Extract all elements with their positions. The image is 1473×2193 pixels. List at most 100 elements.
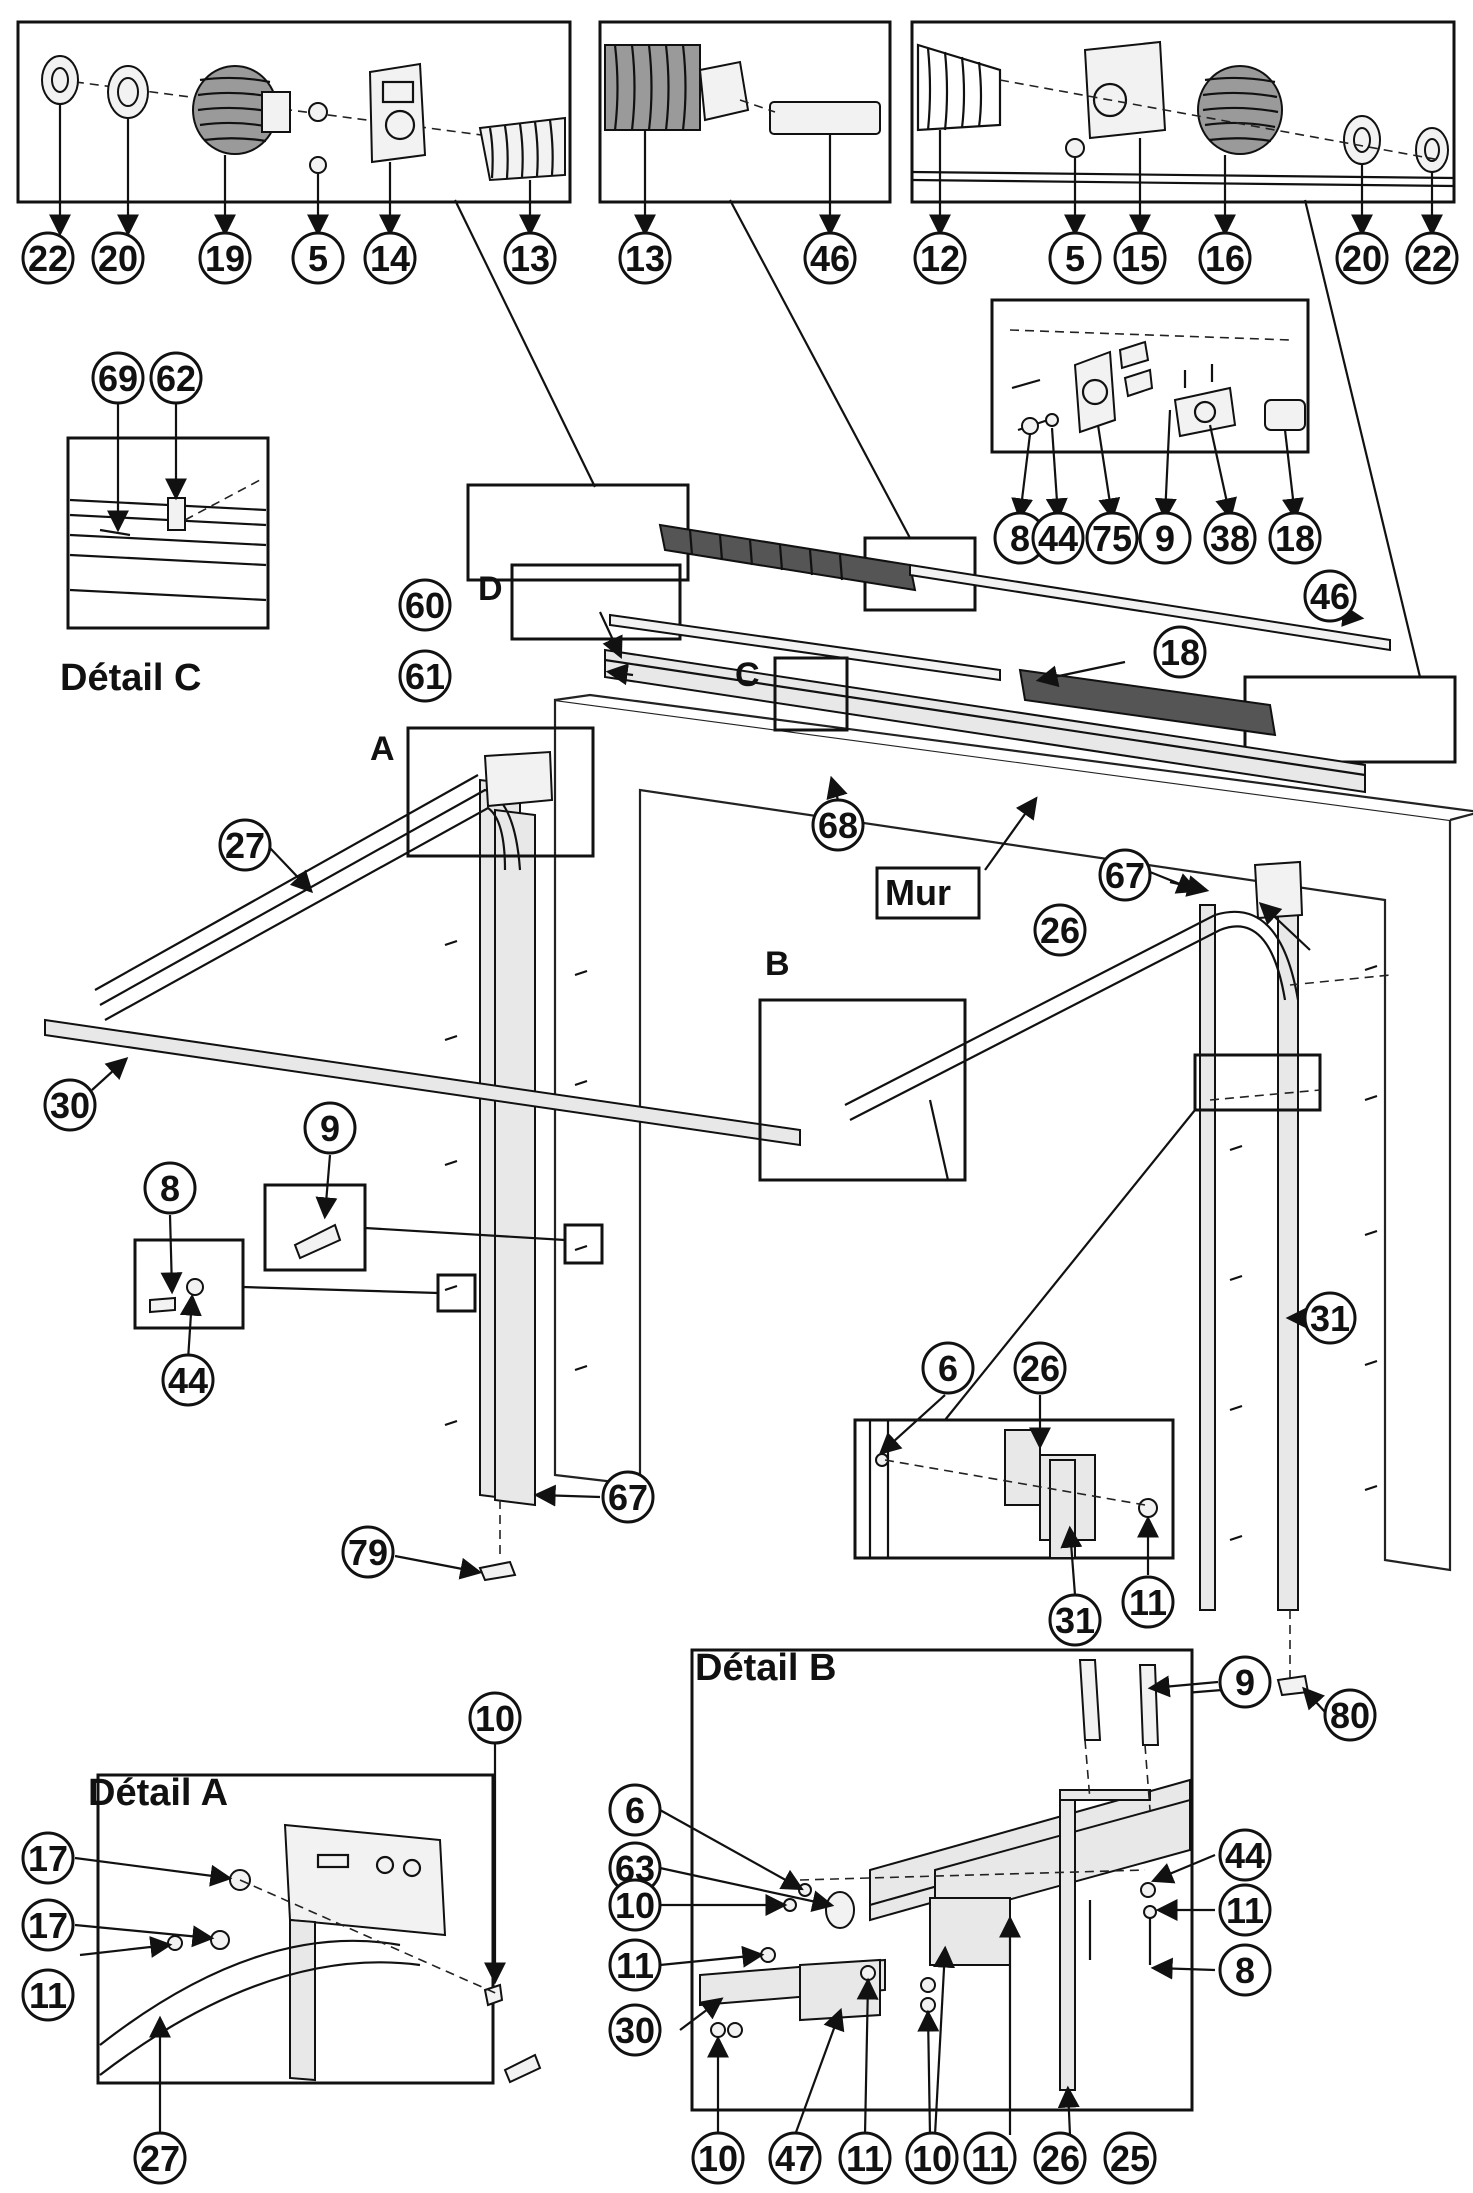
letter-a-label: A bbox=[370, 730, 395, 768]
inset-right-spring-assembly bbox=[910, 20, 1456, 237]
svg-text:5: 5 bbox=[308, 238, 328, 279]
callout-main-8-left: 8 bbox=[143, 1161, 197, 1215]
detail-b-label: Détail B bbox=[695, 1647, 836, 1689]
svg-text:79: 79 bbox=[348, 1532, 388, 1573]
callout-top-middle-2: 46 bbox=[803, 231, 857, 285]
svg-text:44: 44 bbox=[1225, 1835, 1265, 1876]
callout-main-9-right: 9 bbox=[1218, 1655, 1272, 1709]
letter-b-label: B bbox=[765, 945, 790, 983]
callout-main-68: 68 bbox=[811, 798, 865, 852]
callout-main-67-right: 67 bbox=[1098, 848, 1152, 902]
svg-text:10: 10 bbox=[475, 1698, 515, 1739]
mur-label-box: Mur bbox=[875, 866, 981, 920]
svg-text:6: 6 bbox=[938, 1348, 958, 1389]
callout-b-30: 30 bbox=[608, 2003, 662, 2057]
svg-text:62: 62 bbox=[156, 358, 196, 399]
svg-text:61: 61 bbox=[405, 656, 445, 697]
callout-top-middle-1: 13 bbox=[618, 231, 672, 285]
svg-text:30: 30 bbox=[50, 1085, 90, 1126]
inset-detail-a bbox=[74, 1740, 542, 2135]
callout-main-26: 26 bbox=[1033, 903, 1087, 957]
svg-text:47: 47 bbox=[775, 2138, 815, 2179]
callout-top-right-5: 20 bbox=[1335, 231, 1389, 285]
svg-text:12: 12 bbox=[920, 238, 960, 279]
callout-top-right-4: 16 bbox=[1198, 231, 1252, 285]
detail-c-label: Détail C bbox=[60, 657, 201, 699]
svg-text:68: 68 bbox=[818, 805, 858, 846]
callout-main-60: 60 bbox=[398, 578, 452, 632]
callout-main-30: 30 bbox=[43, 1078, 97, 1132]
callout-a-17-top: 17 bbox=[21, 1831, 75, 1885]
callout-d-5: 38 bbox=[1203, 511, 1257, 565]
callout-d-3: 75 bbox=[1085, 511, 1139, 565]
callout-main-27: 27 bbox=[218, 818, 272, 872]
svg-text:17: 17 bbox=[28, 1838, 68, 1879]
svg-text:5: 5 bbox=[1065, 238, 1085, 279]
callout-main-9-left: 9 bbox=[303, 1101, 357, 1155]
callout-d-1: 8 bbox=[993, 511, 1047, 565]
svg-text:31: 31 bbox=[1055, 1600, 1095, 1641]
svg-text:46: 46 bbox=[810, 238, 850, 279]
callout-b-bottom-10b: 10 bbox=[905, 2131, 959, 2185]
svg-text:10: 10 bbox=[912, 2138, 952, 2179]
callout-top-left-1: 22 bbox=[21, 231, 75, 285]
svg-text:27: 27 bbox=[140, 2138, 180, 2179]
svg-text:26: 26 bbox=[1020, 1348, 1060, 1389]
callout-a-11: 11 bbox=[21, 1968, 75, 2022]
callout-b-bottom-47: 47 bbox=[768, 2131, 822, 2185]
svg-text:8: 8 bbox=[1235, 1950, 1255, 1991]
callout-c-1: 69 bbox=[91, 351, 145, 405]
callout-b-11-right: 11 bbox=[1218, 1883, 1272, 1937]
callout-d-4: 9 bbox=[1138, 511, 1192, 565]
svg-text:8: 8 bbox=[1010, 518, 1030, 559]
callout-top-right-1: 12 bbox=[913, 231, 967, 285]
svg-text:26: 26 bbox=[1040, 2138, 1080, 2179]
callout-b-6: 6 bbox=[608, 1783, 662, 1837]
svg-text:75: 75 bbox=[1092, 518, 1132, 559]
svg-text:10: 10 bbox=[615, 1885, 655, 1926]
callout-main-80: 80 bbox=[1323, 1688, 1377, 1742]
callout-top-left-5: 14 bbox=[363, 231, 417, 285]
svg-text:15: 15 bbox=[1120, 238, 1160, 279]
svg-text:18: 18 bbox=[1160, 632, 1200, 673]
callout-a-10: 10 bbox=[468, 1691, 522, 1745]
svg-text:69: 69 bbox=[98, 358, 138, 399]
svg-text:16: 16 bbox=[1205, 238, 1245, 279]
mur-label: Mur bbox=[885, 872, 951, 913]
main-assembly bbox=[44, 199, 1473, 1713]
inset-detail-b bbox=[659, 1648, 1219, 2136]
svg-text:38: 38 bbox=[1210, 518, 1250, 559]
callout-top-left-4: 5 bbox=[291, 231, 345, 285]
svg-text:44: 44 bbox=[168, 1360, 208, 1401]
inset-middle-spring-shaft bbox=[598, 20, 892, 237]
svg-text:44: 44 bbox=[1038, 518, 1078, 559]
svg-text:11: 11 bbox=[1226, 1890, 1264, 1931]
callout-top-left-6: 13 bbox=[503, 231, 557, 285]
svg-text:18: 18 bbox=[1275, 518, 1315, 559]
callout-joint-11: 11 bbox=[1121, 1575, 1175, 1629]
callout-b-44: 44 bbox=[1218, 1828, 1272, 1882]
callout-top-right-6: 22 bbox=[1405, 231, 1459, 285]
svg-text:9: 9 bbox=[1235, 1662, 1255, 1703]
callout-b-11-left: 11 bbox=[608, 1938, 662, 1992]
callout-main-31: 31 bbox=[1303, 1291, 1357, 1345]
callout-d-6: 18 bbox=[1268, 511, 1322, 565]
svg-text:14: 14 bbox=[370, 238, 410, 279]
svg-text:11: 11 bbox=[971, 2138, 1009, 2179]
callout-main-79: 79 bbox=[341, 1525, 395, 1579]
svg-text:19: 19 bbox=[205, 238, 245, 279]
inset-detail-c bbox=[66, 400, 270, 630]
svg-text:13: 13 bbox=[510, 238, 550, 279]
svg-text:67: 67 bbox=[608, 1477, 648, 1518]
svg-text:8: 8 bbox=[160, 1168, 180, 1209]
callout-b-bottom-11b: 11 bbox=[963, 2131, 1017, 2185]
svg-text:10: 10 bbox=[698, 2138, 738, 2179]
svg-text:9: 9 bbox=[320, 1108, 340, 1149]
callout-b-bottom-10a: 10 bbox=[691, 2131, 745, 2185]
svg-text:6: 6 bbox=[625, 1790, 645, 1831]
callout-b-10-left: 10 bbox=[608, 1878, 662, 1932]
svg-text:25: 25 bbox=[1110, 2138, 1150, 2179]
callout-top-right-2: 5 bbox=[1048, 231, 1102, 285]
letter-d-label: D bbox=[478, 570, 503, 608]
